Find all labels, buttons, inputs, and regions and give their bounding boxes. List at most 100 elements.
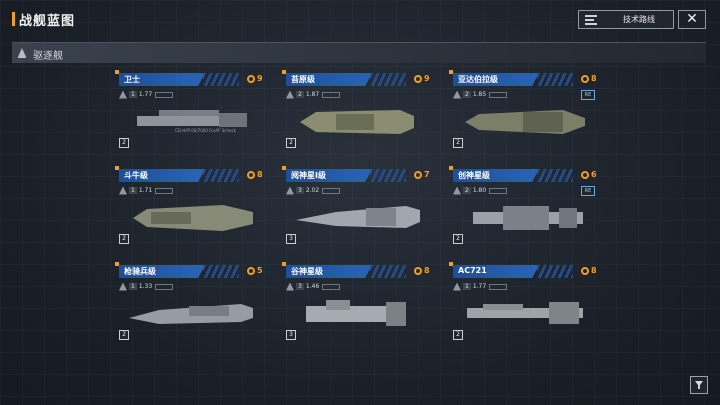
command-cost: 2 <box>119 234 129 244</box>
command-cost: 2 <box>119 330 129 340</box>
stat-value: 1.77 <box>472 283 487 290</box>
name-bar <box>286 73 372 86</box>
class-icon <box>119 90 127 99</box>
rating: 9 <box>414 74 430 83</box>
ship-level: 1 <box>129 283 137 290</box>
ship-blueprint-image <box>137 110 247 127</box>
name-stripes <box>370 265 406 278</box>
name-stripes <box>537 73 573 86</box>
command-cost: 2 <box>453 234 463 244</box>
stat-value: 1.87 <box>305 91 320 98</box>
stat-bar <box>322 283 341 290</box>
stat-value: 1.71 <box>138 187 153 194</box>
command-cost: 2 <box>453 138 463 148</box>
tech-route-button[interactable]: 技术路线 <box>578 10 674 29</box>
blueprint-annotation: CD-HAT-06/7000 ForAF Scheck <box>175 128 236 133</box>
name-stripes <box>370 73 406 86</box>
name-bar <box>119 265 205 278</box>
close-button[interactable]: ✕ <box>678 10 706 29</box>
command-cost: 2 <box>119 138 129 148</box>
rating-value: 7 <box>424 170 430 179</box>
ship-name: 斗牛级 <box>124 171 148 180</box>
rating: 6 <box>581 170 597 179</box>
name-stripes <box>203 169 239 182</box>
stat-value: 1.46 <box>305 283 320 290</box>
class-icon <box>119 282 127 291</box>
section-label: 驱逐舰 <box>33 51 63 62</box>
ship-level: 3 <box>296 283 304 290</box>
stat-bar <box>322 187 341 194</box>
re-badge: RE <box>581 90 595 100</box>
corner-marker <box>115 262 119 266</box>
name-bar <box>453 73 539 86</box>
ship-blueprint-image <box>467 302 583 324</box>
stat-value: 2.02 <box>305 187 320 194</box>
stat-bar <box>489 283 508 290</box>
rating: 7 <box>414 170 430 179</box>
gear-icon <box>247 266 255 275</box>
gear-icon <box>247 170 255 179</box>
stat-value: 1.77 <box>138 91 153 98</box>
rating: 8 <box>414 266 430 275</box>
ship-level: 2 <box>296 91 304 98</box>
filter-icon <box>695 381 703 389</box>
rating: 8 <box>581 266 597 275</box>
corner-marker <box>115 70 119 74</box>
gear-icon <box>414 170 422 179</box>
name-stripes <box>537 169 573 182</box>
name-stripes <box>203 265 239 278</box>
stat-bar <box>155 91 174 98</box>
stat-bar <box>489 187 508 194</box>
rating: 8 <box>247 170 263 179</box>
ship-blueprint-image <box>306 300 406 326</box>
gear-icon <box>581 266 589 275</box>
class-icon <box>453 282 461 291</box>
ship-level: 2 <box>463 91 471 98</box>
rating: 5 <box>247 266 263 275</box>
command-cost: 3 <box>286 234 296 244</box>
class-icon <box>119 186 127 195</box>
ship-name: 亚达伯拉级 <box>458 75 498 84</box>
corner-marker <box>282 262 286 266</box>
gear-icon <box>581 170 589 179</box>
ship-blueprint-image <box>465 110 585 134</box>
name-stripes <box>203 73 239 86</box>
name-bar <box>453 265 539 278</box>
stat-bar <box>155 283 174 290</box>
ship-level: 2 <box>463 187 471 194</box>
section-header-destroyer[interactable]: 驱逐舰 <box>12 42 706 63</box>
rating-value: 6 <box>591 170 597 179</box>
rating-value: 8 <box>257 170 263 179</box>
rating-value: 8 <box>591 74 597 83</box>
ship-level: 3 <box>296 187 304 194</box>
class-icon <box>286 90 294 99</box>
ship-level: 1 <box>463 283 471 290</box>
corner-marker <box>449 262 453 266</box>
command-cost: 3 <box>286 330 296 340</box>
class-icon <box>286 186 294 195</box>
name-bar <box>119 73 205 86</box>
corner-marker <box>282 70 286 74</box>
ship-name: 阋神星I级 <box>291 171 326 180</box>
name-bar <box>286 169 372 182</box>
filter-button[interactable] <box>690 376 708 394</box>
stat-bar <box>322 91 341 98</box>
corner-marker <box>115 166 119 170</box>
gear-icon <box>414 74 422 83</box>
